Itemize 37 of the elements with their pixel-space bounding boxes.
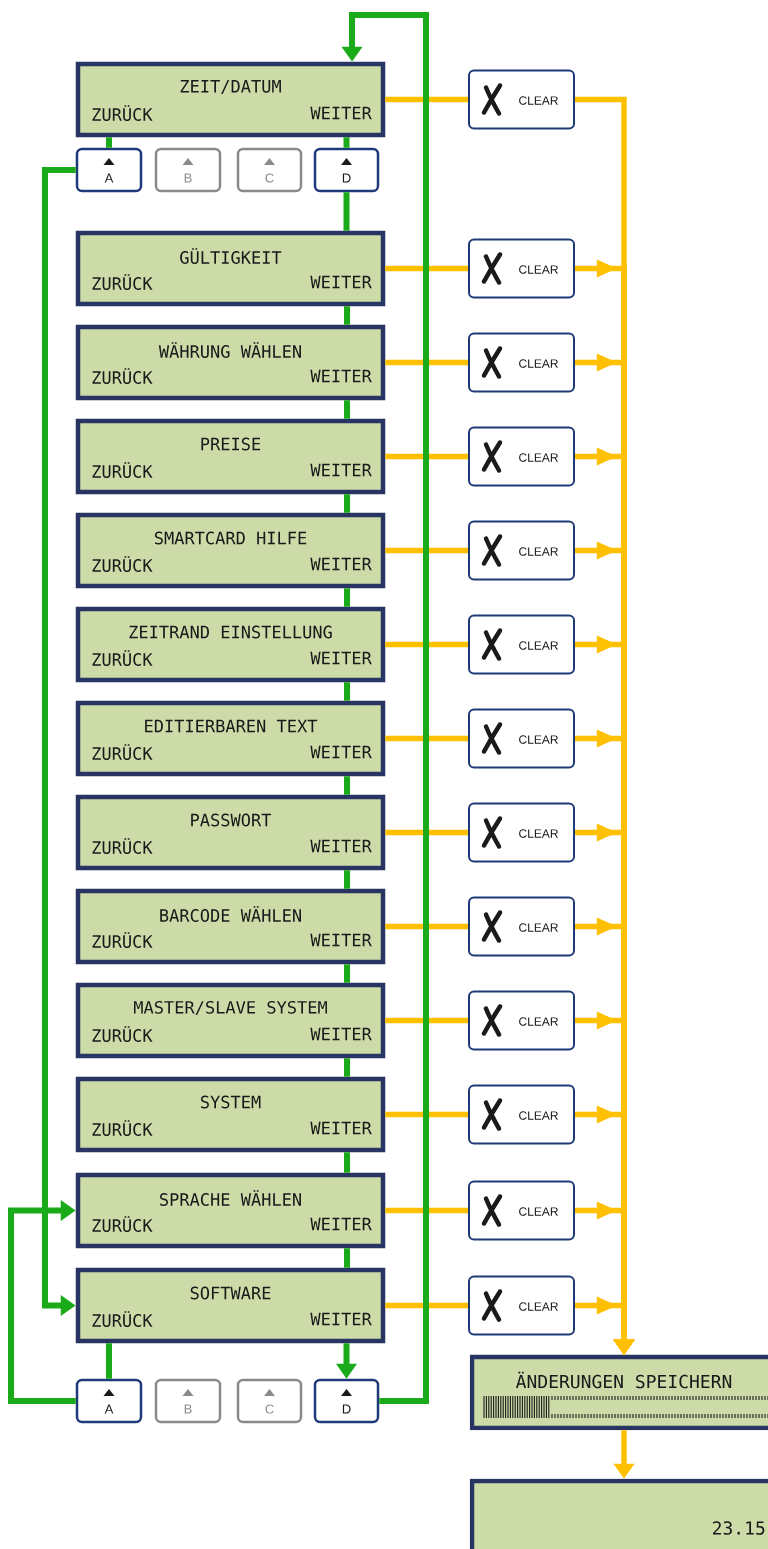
lcd-display: SYSTEM ZURÜCK WEITER xyxy=(75,1076,386,1153)
clear-button: CLEAR xyxy=(468,896,575,957)
clear-button: CLEAR xyxy=(468,520,575,581)
key-button: A xyxy=(75,147,143,193)
key-button: D xyxy=(313,1378,380,1424)
lcd-display: ZEITRAND EINSTELLUNG ZURÜCK WEITER xyxy=(75,606,386,683)
lcd-display: PREISE ZURÜCK WEITER xyxy=(75,418,386,495)
clear-button: CLEAR xyxy=(468,802,575,863)
lcd-display: GÜLTIGKEIT ZURÜCK WEITER xyxy=(75,230,386,307)
lcd-display: 23.15 xyxy=(469,1478,768,1549)
lcd-display: ZEIT/DATUM ZURÜCK WEITER xyxy=(75,61,386,138)
key-button: B xyxy=(154,1378,222,1424)
lcd-display: EDITIERBAREN TEXT ZURÜCK WEITER xyxy=(75,700,386,777)
clear-button: CLEAR xyxy=(468,990,575,1051)
lcd-display: ÄNDERUNGEN SPEICHERN xyxy=(469,1354,768,1431)
clear-button: CLEAR xyxy=(468,708,575,769)
key-button: A xyxy=(75,1378,143,1424)
key-button: C xyxy=(236,1378,303,1424)
lcd-display: WÄHRUNG WÄHLEN ZURÜCK WEITER xyxy=(75,324,386,401)
lcd-display: SOFTWARE ZURÜCK WEITER xyxy=(75,1267,386,1344)
clear-button: CLEAR xyxy=(468,1275,575,1336)
clear-button: CLEAR xyxy=(468,332,575,393)
lcd-display: SPRACHE WÄHLEN ZURÜCK WEITER xyxy=(75,1172,386,1249)
lcd-display: PASSWORT ZURÜCK WEITER xyxy=(75,794,386,871)
clear-button: CLEAR xyxy=(468,614,575,675)
clear-button: CLEAR xyxy=(468,1180,575,1241)
key-button: D xyxy=(313,147,380,193)
clear-button: CLEAR xyxy=(468,69,575,130)
lcd-display: SMARTCARD HILFE ZURÜCK WEITER xyxy=(75,512,386,589)
clear-button: CLEAR xyxy=(468,1084,575,1145)
key-button: C xyxy=(236,147,303,193)
lcd-display: MASTER/SLAVE SYSTEM ZURÜCK WEITER xyxy=(75,982,386,1059)
lcd-display: BARCODE WÄHLEN ZURÜCK WEITER xyxy=(75,888,386,965)
key-button: B xyxy=(154,147,222,193)
clear-button: CLEAR xyxy=(468,426,575,487)
arrow xyxy=(8,1199,76,1404)
clear-button: CLEAR xyxy=(468,238,575,299)
